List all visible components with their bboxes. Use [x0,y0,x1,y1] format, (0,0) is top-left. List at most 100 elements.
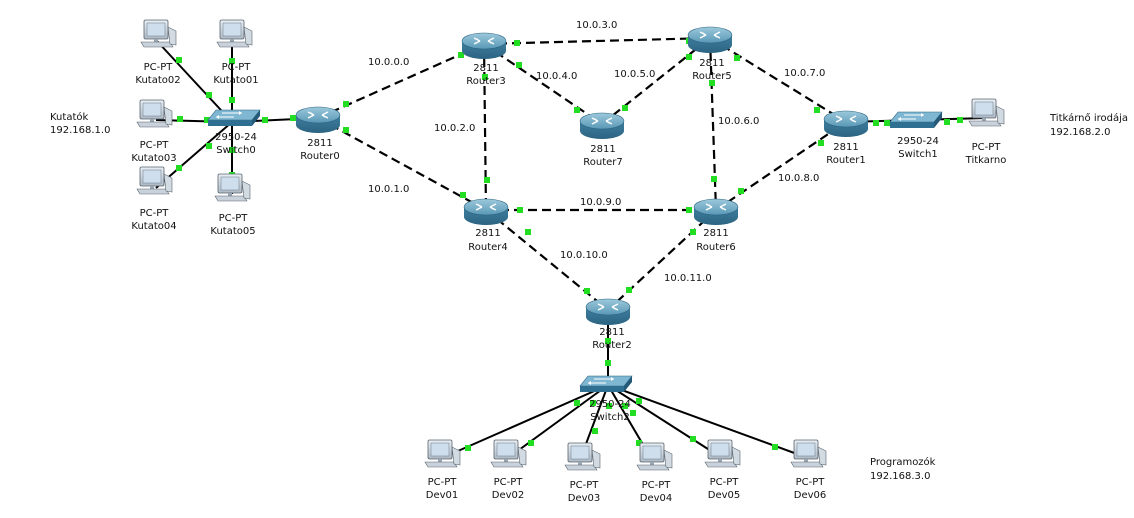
router-router0[interactable]: 2811 Router0 [295,106,341,162]
device-name: Dev02 [492,490,525,501]
link-label-r6-r1: 10.0.8.0 [778,173,819,184]
device-name: Router3 [466,76,506,87]
switch-icon [889,111,943,129]
router-icon [463,198,509,226]
link-label-r6-r2: 10.0.11.0 [664,273,712,284]
pc-icon [140,19,177,48]
device-model: PC-PT [219,213,249,224]
router-router3[interactable]: 2811 Router3 [461,32,507,87]
router-router1[interactable]: 2811 Router1 [823,110,869,166]
link-label-r7-r5: 10.0.5.0 [614,69,655,80]
link-label-r0-r3: 10.0.0.0 [368,57,409,68]
pc-icon [216,19,253,48]
group-network: 192.168.1.0 [50,125,110,136]
router-router2[interactable]: 2811 Router2 [585,298,632,351]
device-model: PC-PT [570,480,600,491]
group-name: Programozók [870,456,936,468]
device-model: 2811 [590,144,615,155]
device-model: 2950-24 [589,399,631,410]
device-model: 2811 [699,58,724,69]
router-icon [295,106,341,134]
pc-dev06[interactable]: PC-PT Dev06 [790,439,827,501]
group-programozok: Programozók 192.168.3.0 [870,456,936,482]
router-router4[interactable]: 2811 Router4 [463,198,509,253]
device-name: Router1 [826,155,866,166]
group-network: 192.168.2.0 [1050,127,1110,138]
device-model: PC-PT [140,208,170,219]
device-name: Dev01 [426,490,459,501]
device-name: Titkarno [965,155,1007,166]
device-name: Router2 [592,340,632,351]
device-name: Router7 [583,157,623,168]
switch-icon [207,109,261,127]
device-name: Kutato01 [213,75,258,86]
pc-kutato02[interactable]: PC-PT Kutato02 [135,19,181,86]
group-name: Kutatók [50,111,88,123]
switch-switch0[interactable]: 2950-24 Switch0 [207,109,261,156]
group-titkarno: Titkárnő irodája 192.168.2.0 [1049,112,1128,138]
router-icon [687,26,733,54]
pc-icon [136,166,173,195]
device-name: Switch0 [216,145,255,156]
link-label-r4-r6: 10.0.9.0 [580,197,621,208]
device-model: PC-PT [428,477,458,488]
group-kutatok: Kutatók 192.168.1.0 [50,111,110,136]
router-icon [579,112,625,140]
router-icon [585,298,631,326]
pc-dev04[interactable]: PC-PT Dev04 [636,442,673,504]
pc-icon [704,439,741,468]
device-model: PC-PT [710,477,740,488]
device-model: 2811 [833,142,858,153]
device-name: Kutato02 [135,75,180,86]
device-name: Router0 [300,151,340,162]
pc-dev02[interactable]: PC-PT Dev02 [490,439,527,501]
pc-kutato05[interactable]: PC-PT Kutato05 [210,173,256,237]
device-name: Dev04 [640,493,673,504]
pc-icon [968,98,1005,127]
device-model: 2811 [307,138,332,149]
router-router5[interactable]: 2811 Router5 [687,26,733,82]
device-name: Router4 [468,242,508,253]
device-name: Router5 [692,71,732,82]
pc-kutato01[interactable]: PC-PT Kutato01 [213,19,259,86]
wan-links [317,36,847,311]
device-name: Kutato05 [210,226,255,237]
switch-switch1[interactable]: 2950-24 Switch1 [889,111,943,160]
router-icon [693,198,739,226]
router-router6[interactable]: 2811 Router6 [693,198,739,253]
router-router7[interactable]: 2811 Router7 [579,112,625,168]
device-model: PC-PT [222,62,252,73]
device-model: 2811 [473,63,498,74]
device-name: Dev06 [794,490,827,501]
device-model: PC-PT [972,142,1002,153]
link-label-r3-r5: 10.0.3.0 [576,20,617,31]
port-status-indicators [176,38,963,451]
network-labels: 10.0.0.0 10.0.1.0 10.0.2.0 10.0.3.0 10.0… [368,20,825,284]
device-model: PC-PT [796,477,826,488]
device-model: PC-PT [494,477,524,488]
pc-dev03[interactable]: PC-PT Dev03 [564,442,601,504]
device-name: Kutato04 [131,221,176,232]
pc-titkarno[interactable]: PC-PT Titkarno [965,98,1007,166]
pc-kutato04[interactable]: PC-PT Kutato04 [131,166,177,232]
pc-dev01[interactable]: PC-PT Dev01 [424,439,461,501]
switch-switch2[interactable]: 2950-24 Switch2 [579,375,633,423]
device-name: Switch1 [898,149,937,160]
device-model: 2811 [703,228,728,239]
pc-icon [424,439,461,468]
link-label-r3-r4: 10.0.2.0 [434,123,475,134]
router-icon [823,110,869,138]
pc-icon [136,99,173,128]
link-label-r4-r2: 10.0.10.0 [560,250,608,261]
pc-kutato03[interactable]: PC-PT Kutato03 [131,99,177,164]
device-name: Dev03 [568,493,601,504]
device-model: 2811 [599,327,624,338]
group-name: Titkárnő irodája [1049,112,1128,124]
device-model: 2950-24 [215,132,257,143]
pc-icon [214,173,251,202]
pc-icon [790,439,827,468]
device-name: Router6 [696,242,736,253]
pc-dev05[interactable]: PC-PT Dev05 [704,439,741,501]
device-model: 2950-24 [897,136,939,147]
